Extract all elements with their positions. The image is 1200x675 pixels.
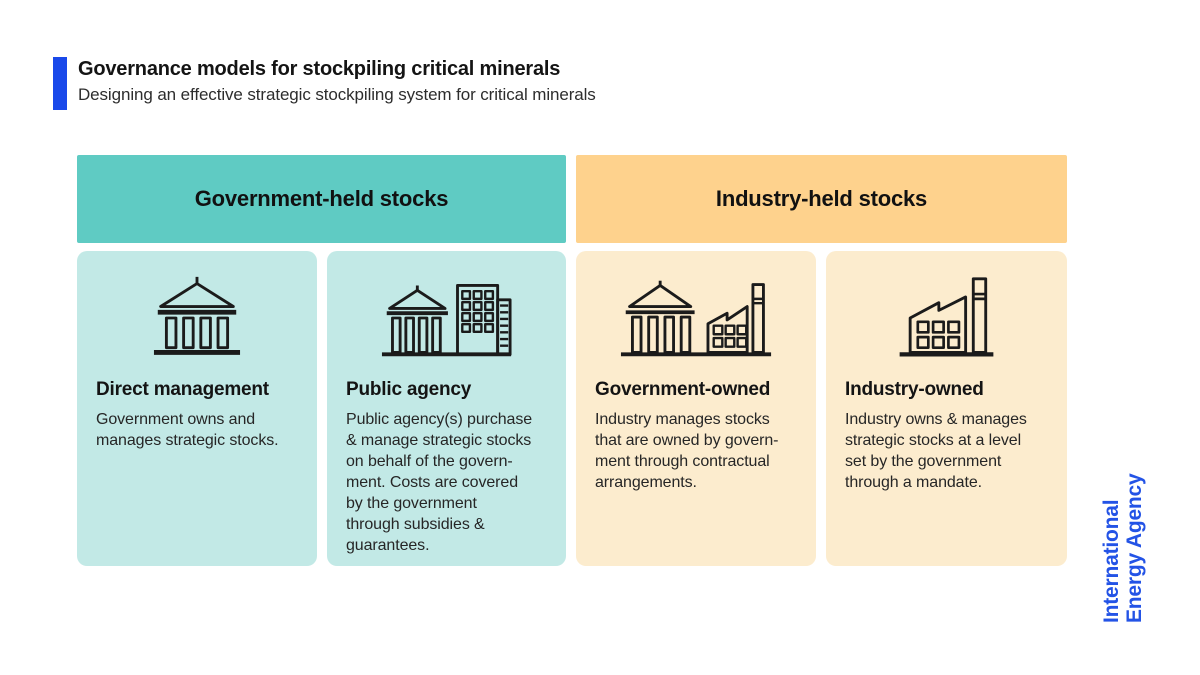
column-header-government-held: Government-held stocks: [77, 155, 566, 243]
iea-wordmark-line2: Energy Agency: [1123, 473, 1146, 623]
page-title: Governance models for stockpiling critic…: [78, 58, 561, 80]
card-direct-management: Direct management Government owns and ma…: [77, 251, 317, 566]
bank-and-office-icon: [327, 261, 566, 362]
card-body-public-agency: Public agency(s) purchase & manage strat…: [346, 411, 533, 554]
card-title-industry-owned: Industry-owned: [845, 379, 984, 400]
card-government-owned: Government-owned Industry manages stocks…: [576, 251, 816, 566]
card-body-industry-owned: Industry owns & manages strategic stocks…: [845, 411, 1027, 491]
iea-wordmark-line1: International: [1100, 499, 1123, 623]
card-industry-owned: Industry-owned Industry owns & manages s…: [826, 251, 1067, 566]
card-title-public-agency: Public agency: [346, 379, 472, 400]
iea-wordmark: International Energy Agency: [1100, 473, 1146, 623]
bank-and-factory-icon: [576, 261, 816, 362]
bank-icon: [77, 261, 317, 362]
card-body-government-owned: Industry manages stocks that are owned b…: [595, 411, 779, 491]
card-title-government-owned: Government-owned: [595, 379, 771, 400]
card-title-direct-management: Direct management: [96, 379, 269, 400]
page-subtitle: Designing an effective strategic stockpi…: [78, 85, 596, 104]
card-body-direct-management: Government owns and manages strategic st…: [96, 411, 279, 449]
card-public-agency: Public agency Public agency(s) purchase …: [327, 251, 566, 566]
factory-icon: [826, 261, 1067, 362]
column-header-industry-held: Industry-held stocks: [576, 155, 1067, 243]
title-accent-bar: [53, 57, 67, 110]
